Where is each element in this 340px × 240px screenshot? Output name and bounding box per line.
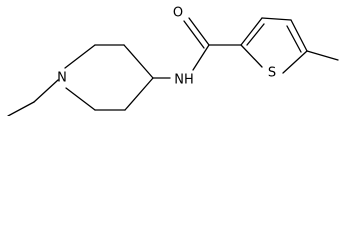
atom-label-sulfur: S xyxy=(268,66,276,81)
atom-labels: O S NH N xyxy=(57,6,276,88)
atom-label-ring-nitrogen: N xyxy=(57,71,67,86)
bond-nh-carbonyl xyxy=(192,44,210,71)
bond-pip-c4-c5 xyxy=(124,77,154,111)
chemical-structure-diagram: O S NH N xyxy=(7,6,339,116)
bond-pip-c6-n xyxy=(65,87,96,111)
bond-th-c2-c3-1 xyxy=(240,17,263,46)
atom-label-oxygen: O xyxy=(173,6,183,21)
bond-th-c2-c3-2 xyxy=(246,23,265,46)
bond-pip-n-c2 xyxy=(64,44,96,69)
bond-th-c4-c5-2 xyxy=(286,25,302,53)
bond-th-s-c2 xyxy=(240,44,263,68)
atom-label-amide-nitrogen: NH xyxy=(174,73,194,88)
bond-th-c4-c5-1 xyxy=(290,19,308,52)
bonds xyxy=(7,17,339,116)
bond-carbonyl-o-2 xyxy=(183,20,205,49)
bond-ethyl-ch2-n xyxy=(33,79,59,103)
bond-th-c5-methyl xyxy=(306,50,339,61)
bond-pip-c3-c4 xyxy=(123,44,154,79)
bond-ethyl-ch3-ch2 xyxy=(7,101,35,116)
bond-th-c3-c4 xyxy=(261,17,292,21)
bond-carbonyl-o-1 xyxy=(188,17,210,46)
bond-th-c5-s xyxy=(282,50,308,74)
